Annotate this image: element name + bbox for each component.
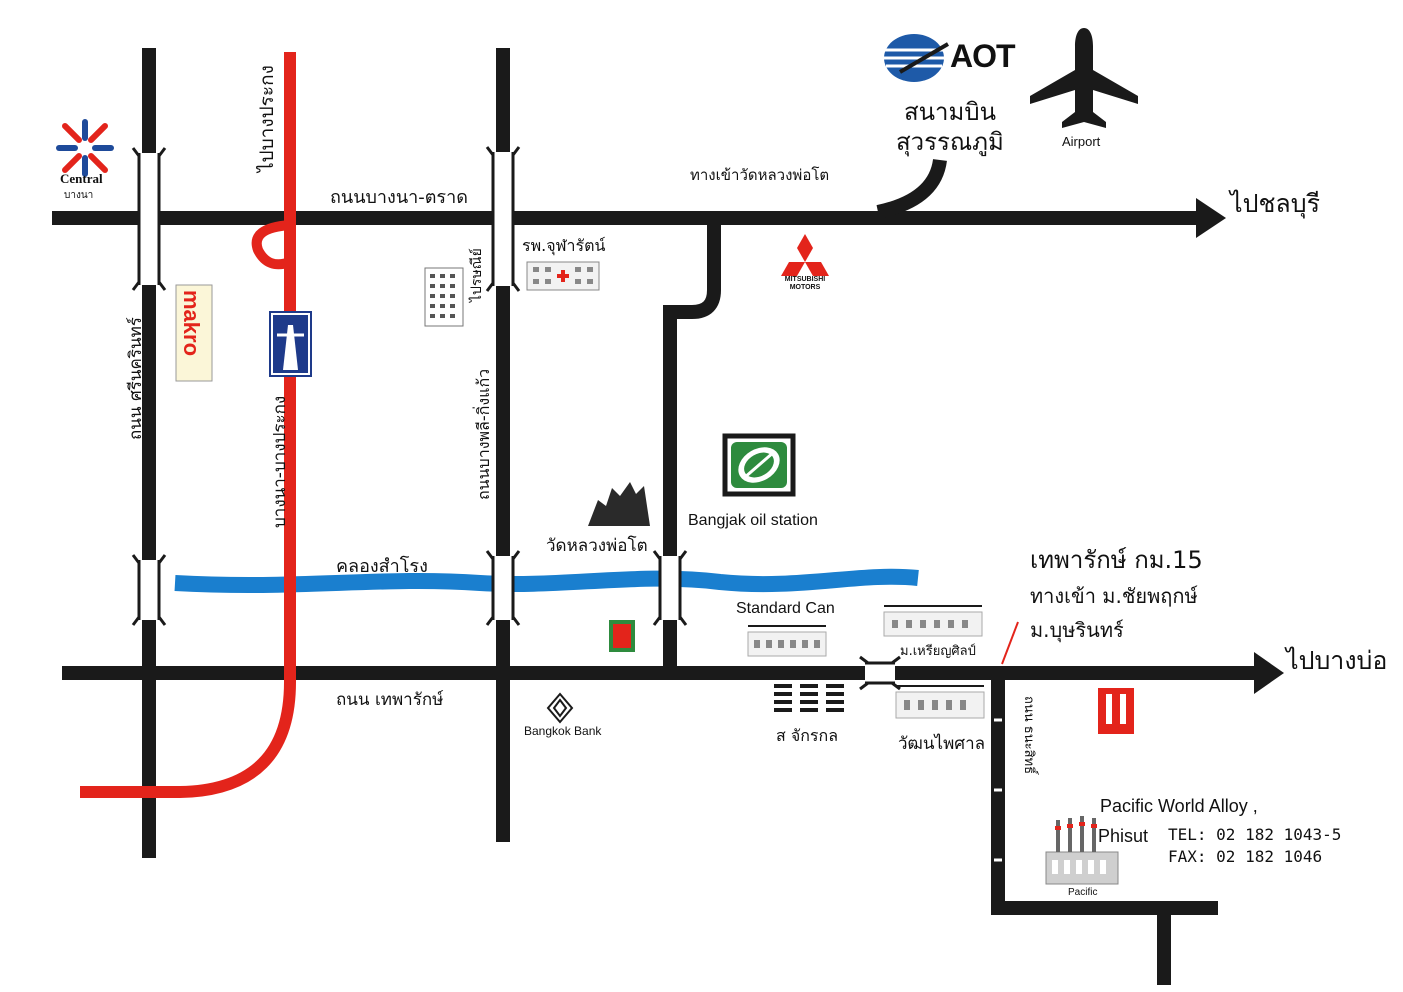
motorway-road-label: บางนา-บางประกง [270, 395, 290, 528]
isuzu-logo-icon [1098, 688, 1134, 734]
shop-logo-icon [609, 620, 635, 652]
motorway-interchange-loop [251, 220, 292, 270]
pacific-name-label: Pacific World Alloy , [1100, 796, 1258, 816]
wat-luang-pho-to-label: วัดหลวงพ่อโต [546, 536, 648, 556]
mitsubishi-logo-icon [781, 234, 829, 276]
arrow-to-chonburi [1196, 198, 1226, 238]
airplane-icon [1030, 28, 1138, 128]
canal-label: คลองสำโรง [336, 556, 428, 577]
entrance-chaiyaphruek-label: ทางเข้า ม.ชัยพฤกษ์ [1030, 584, 1198, 608]
hospital-building-icon [526, 261, 600, 291]
arrow-to-bang-bo [1254, 652, 1284, 694]
makro-label: makro [179, 290, 204, 357]
side-road-label: ถนน ธนะสิทธิ์ [1021, 696, 1036, 775]
bangjak-label: Bangjak oil station [688, 512, 818, 529]
standard-can-building-icon [747, 625, 827, 657]
post-office-label: ไปรษณีย์ [469, 248, 485, 302]
road-airport-connector [876, 158, 947, 219]
central-branch-label: บางนา [64, 190, 94, 201]
central-logo-icon [56, 119, 114, 177]
theparak-km15-label: เทพารักษ์ กม.15 [1030, 546, 1203, 574]
to-bang-bo-label: ไปบางบ่อ [1286, 646, 1388, 675]
bridge-entrance-canal [652, 550, 688, 626]
bridge-king-kaeo-canal [485, 550, 521, 626]
entrance-pointer [1001, 621, 1019, 665]
to-bang-prakong-label: ไปบางประกง [256, 65, 278, 172]
charoensilp-building-icon [883, 605, 983, 637]
post-office-building-icon [424, 267, 464, 327]
bridge-side-road [994, 718, 1002, 862]
pacific-sub-label: Phisut [1098, 826, 1149, 846]
canal-klong-samrong [174, 568, 919, 594]
srinakarin-road-label: ถนน ศรีนครินทร์ [126, 317, 146, 440]
chakkrakon-building-icon [774, 684, 844, 712]
aot-logo-icon [884, 34, 950, 82]
bridge-srinakarin-canal [131, 554, 167, 626]
suvarnabhumi-line1: สนามบิน [904, 98, 996, 126]
boonsiri-label: ม.บุษรินทร์ [1030, 618, 1124, 642]
hospital-label: รพ.จุฬารัตน์ [522, 236, 606, 255]
charoensilp-label: ม.เหรียญศิลป์ [900, 644, 976, 659]
bridge-king-kaeo-bangna [485, 146, 521, 292]
central-brand-label: Central [60, 171, 103, 186]
suvarnabhumi-line2: สุวรรณภูมิ [896, 128, 1004, 156]
airport-text-label: Airport [1062, 134, 1101, 149]
bangna-trad-road-label: ถนนบางนา-ตราด [330, 187, 468, 208]
mitsubishi-label: MITSUBISHI MOTORS [784, 276, 826, 291]
chakkrakon-label: ส จักรกล [776, 726, 838, 745]
aot-label: AOT [950, 38, 1016, 74]
wat-luang-entrance-label: ทางเข้าวัดหลวงพ่อโต [690, 166, 830, 184]
tel-label: TEL: 02 182 1043-5 [1168, 825, 1342, 844]
road-wat-luang-entrance [663, 212, 721, 670]
theparak-road-label: ถนน เทพารักษ์ [336, 690, 444, 710]
road-motorway-bangna-bang-prakong [80, 52, 296, 798]
road-to-pacific [991, 673, 1218, 915]
bridge-srinakarin-bangna [131, 147, 167, 291]
makro-logo-box [175, 284, 213, 382]
fax-label: FAX: 02 182 1046 [1168, 847, 1323, 866]
wattanaphaisan-label: วัฒนไพศาล [898, 734, 986, 754]
temple-icon [588, 482, 650, 526]
bangkok-bank-label: Bangkok Bank [524, 724, 602, 738]
king-kaeo-road-label: ถนนบางพลี-กิ่งแก้ว [474, 368, 493, 500]
factory-icon [1045, 816, 1119, 885]
isuzu-label: ISUZU [1104, 726, 1122, 732]
motorway-icon [269, 311, 312, 377]
standard-can-label: Standard Can [736, 600, 835, 617]
bangkok-bank-logo-icon [546, 692, 574, 724]
wattanaphaisan-building-icon [895, 685, 985, 719]
bridge-theparak [859, 655, 901, 691]
pacific-small-label: Pacific [1068, 887, 1098, 898]
to-chonburi-label: ไปชลบุรี [1230, 189, 1321, 218]
bangjak-logo-icon [722, 433, 796, 497]
